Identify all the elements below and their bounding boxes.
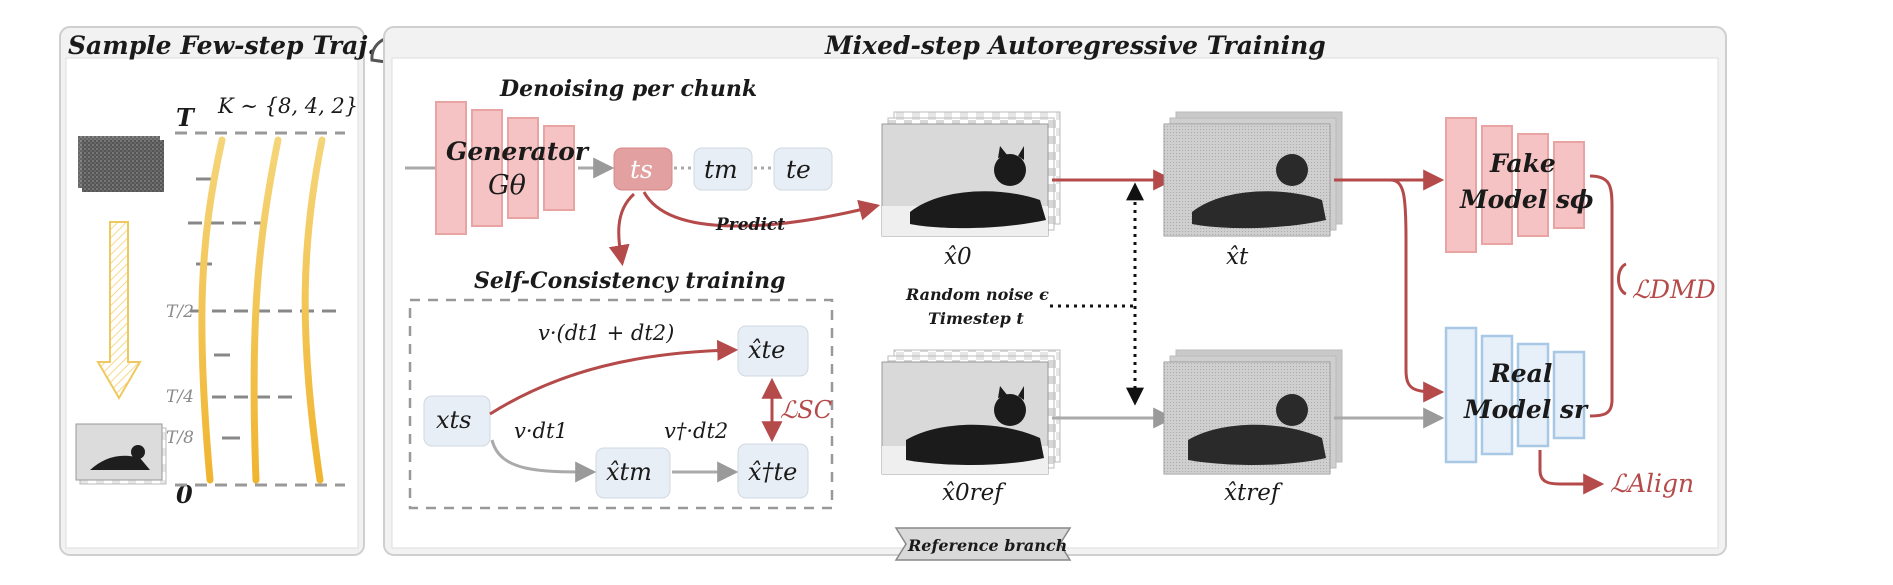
noise-label-2: Timestep t: [928, 309, 1024, 328]
right-panel-title: Mixed-step Autoregressive Training: [824, 31, 1326, 60]
sc-node-mid-label: x̂tm: [606, 458, 652, 486]
t-top-label: T: [176, 103, 196, 132]
time-token-ts: ts: [613, 147, 673, 191]
predict-arrow: [642, 191, 881, 228]
generator-network: Generator Gθ: [405, 101, 590, 235]
reference-branch-tag: Reference branch: [894, 527, 1072, 561]
down-arrow: [96, 221, 142, 400]
denoising-title: Denoising per chunk: [499, 76, 757, 102]
left-panel-title: Sample Few-step Traj.: [68, 31, 376, 60]
sc-edge-bottom-left: [490, 439, 597, 483]
dmd-brace: [1617, 262, 1627, 296]
xt-label: x̂t: [1226, 244, 1249, 270]
xt-image-stack: [1163, 111, 1343, 237]
dmd-bracket: [1589, 174, 1614, 418]
generator-label: Generator: [446, 137, 590, 166]
sc-node-start-label: xts: [436, 406, 472, 434]
time-token-tm: tm: [693, 147, 753, 191]
time-token-te: te: [773, 147, 833, 191]
x0-image-stack: [881, 111, 1061, 237]
self-consistency-arrow: [608, 192, 636, 267]
sc-edge-top: [489, 339, 739, 416]
generator-symbol: Gθ: [488, 170, 526, 201]
clean-image-thumbnail: [75, 423, 167, 485]
x0-ref-label: x̂0ref: [942, 480, 1006, 506]
time-token-ts-label: ts: [630, 155, 653, 184]
real-model-label-2: Model sr: [1463, 395, 1589, 424]
x0-label: x̂0: [944, 244, 972, 270]
loss-sc-label: ℒSC: [780, 396, 832, 424]
t-bottom-label: 0: [176, 480, 193, 509]
fake-model-network: Fake Model sϕ: [1445, 117, 1594, 253]
xt-to-real-arrow: [1389, 178, 1445, 403]
trajectory-curves: [198, 136, 326, 484]
real-model-label-1: Real: [1489, 359, 1552, 388]
left-panel: Sample Few-step Traj. K ∼ {8, 4, 2} T 0 …: [59, 26, 376, 556]
sc-node-end-bottom-label: x̂†te: [748, 458, 797, 486]
self-consistency-box: [408, 298, 834, 510]
tick-t-quarter: T/4: [166, 387, 194, 407]
sc-node-start: xts: [423, 395, 491, 447]
fake-model-label-2: Model sϕ: [1459, 185, 1594, 214]
sc-node-mid: x̂tm: [595, 447, 671, 499]
time-token-te-label: te: [786, 155, 811, 184]
sc-node-end-top-label: x̂te: [748, 336, 785, 364]
x0-ref-image-stack: [881, 349, 1061, 475]
predict-label: Predict: [715, 215, 785, 235]
self-consistency-title: Self-Consistency training: [474, 268, 785, 294]
real-model-network: Real Model sr: [1444, 326, 1589, 464]
xt-ref-image-stack: [1163, 349, 1343, 475]
noise-image: [78, 136, 164, 192]
sc-edge-bottom-left-label: v·dt1: [514, 419, 568, 443]
noise-label-1: Random noise ϵ: [905, 285, 1049, 304]
tick-t-half: T/2: [166, 302, 194, 322]
k-label: K ∼ {8, 4, 2}: [217, 94, 358, 118]
sc-edge-bottom-right-label: v†·dt2: [664, 419, 728, 443]
sc-edge-top-label: v·(dt1 + dt2): [538, 321, 674, 345]
fake-model-label-1: Fake: [1489, 149, 1556, 178]
tick-t-eighth: T/8: [166, 428, 194, 448]
loss-align-label: ℒAlign: [1610, 469, 1694, 498]
reference-branch-label: Reference branch: [907, 536, 1067, 555]
xt-ref-label: x̂tref: [1224, 480, 1283, 506]
time-token-tm-label: tm: [704, 155, 738, 184]
sc-node-end-top: x̂te: [737, 325, 809, 377]
loss-dmd-label: ℒDMD: [1632, 275, 1716, 304]
sc-node-end-bottom: x̂†te: [737, 443, 809, 499]
align-arrow: [1538, 450, 1605, 495]
